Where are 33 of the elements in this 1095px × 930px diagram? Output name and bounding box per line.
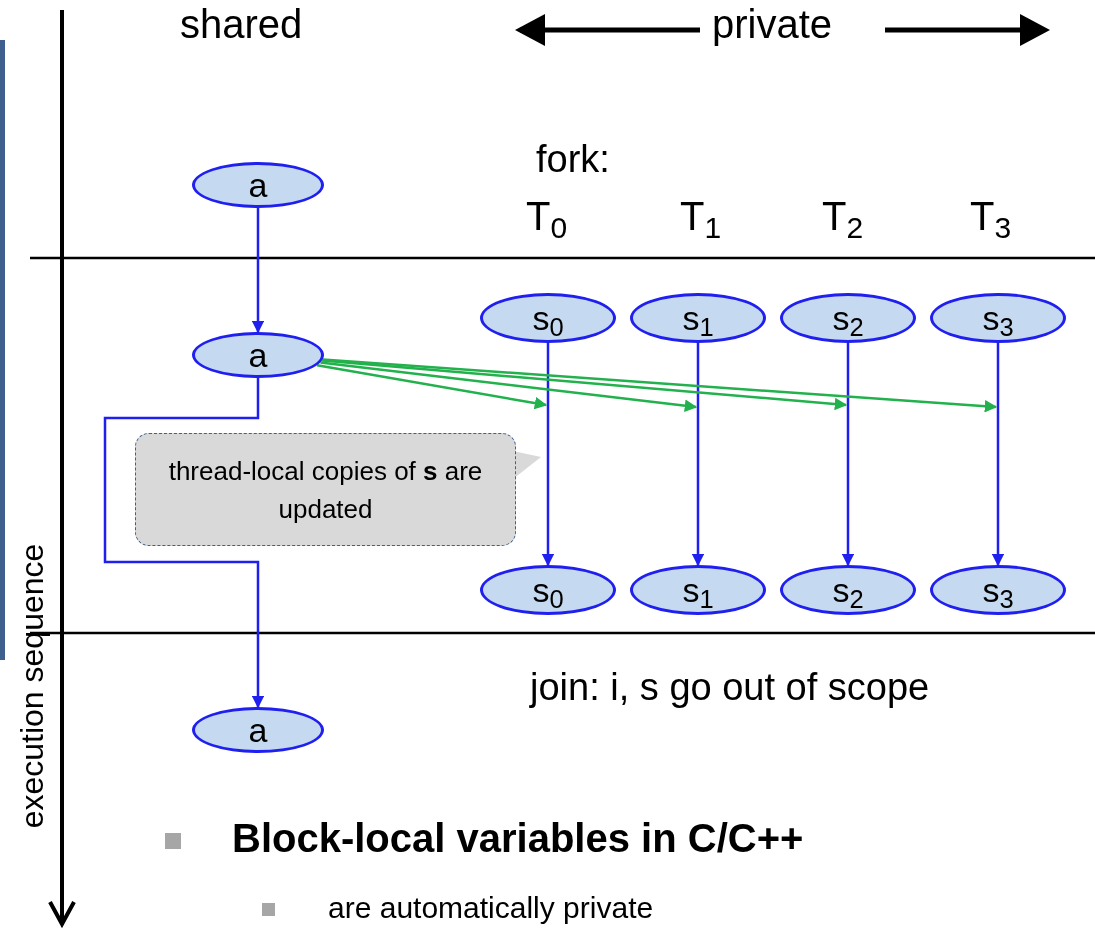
callout-box: thread-local copies of s are updated — [135, 433, 516, 546]
text-label: shared — [180, 4, 303, 44]
arrow — [322, 358, 998, 413]
variable-ellipse: s$_{1}$ — [630, 565, 766, 615]
arrow — [103, 378, 265, 709]
arrow — [991, 343, 1005, 567]
variable-ellipse: a — [192, 162, 324, 208]
arrow — [251, 208, 265, 334]
bullet-text: are automatically private — [328, 893, 654, 923]
text-label: fork: — [536, 140, 610, 178]
arrow — [316, 364, 548, 410]
thread-label: T$_{3}$ — [970, 196, 1012, 236]
variable-ellipse: s$_{3}$ — [930, 565, 1066, 615]
variable-ellipse: s$_{2}$ — [780, 565, 916, 615]
arrow — [841, 343, 855, 567]
variable-ellipse: s$_{2}$ — [780, 293, 916, 343]
axis-label: execution sequence — [16, 542, 48, 831]
arrow — [541, 343, 555, 567]
arrow — [320, 361, 698, 412]
thread-label: T$_{1}$ — [680, 196, 722, 236]
bullet-text: Block-local variables in C/C++ — [232, 818, 804, 858]
arrow — [691, 343, 705, 567]
variable-ellipse: a — [192, 707, 324, 753]
text-label: join: i, s go out of scope — [530, 668, 930, 706]
variable-ellipse: s$_{3}$ — [930, 293, 1066, 343]
thread-label: T$_{2}$ — [822, 196, 864, 236]
text-label: private — [712, 4, 833, 44]
variable-ellipse: s$_{1}$ — [630, 293, 766, 343]
variable-ellipse: s$_{0}$ — [480, 293, 616, 343]
variable-ellipse: s$_{0}$ — [480, 565, 616, 615]
variable-ellipse: a — [192, 332, 324, 378]
arrow — [322, 359, 848, 411]
thread-label: T$_{0}$ — [526, 196, 568, 236]
